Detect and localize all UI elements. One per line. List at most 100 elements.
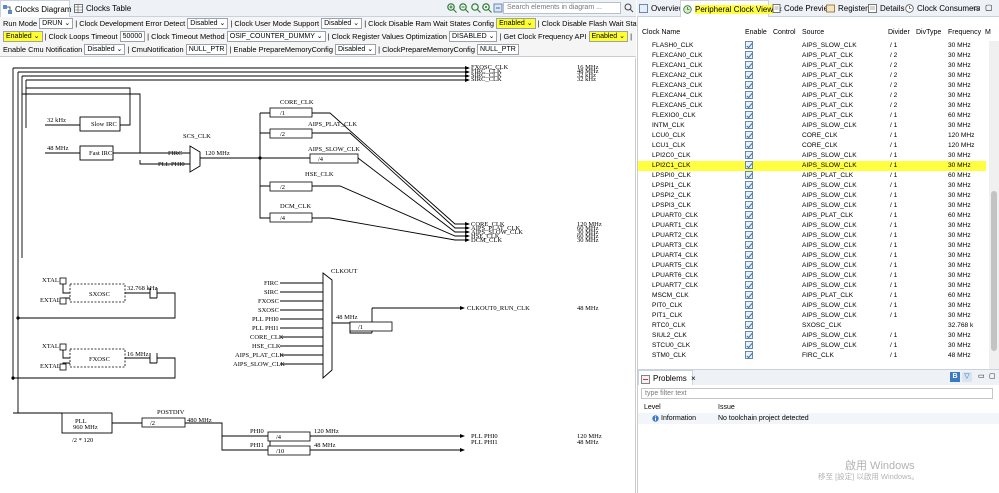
scs-mux[interactable] (189, 145, 201, 173)
enable-checkbox[interactable] (745, 91, 753, 99)
tab-problems[interactable]: Problems × (638, 370, 696, 385)
enable-checkbox[interactable] (745, 111, 753, 119)
reg-opt-select[interactable]: DISABLED ⌄ (449, 31, 498, 42)
search-icon[interactable] (624, 3, 634, 13)
fxosc-extal-pin[interactable] (59, 363, 67, 371)
enable-checkbox[interactable] (745, 191, 753, 199)
tab-registers[interactable]: Registers (824, 0, 872, 17)
enable-checkbox[interactable] (745, 291, 753, 299)
phi0-divider[interactable] (267, 431, 311, 442)
dev-error-select[interactable]: Disabled ⌄ (187, 18, 229, 29)
minimize-icon[interactable]: ▭ (973, 3, 981, 12)
fxosc-xtal-pin[interactable] (59, 343, 67, 351)
scrollbar-thumb[interactable] (991, 191, 997, 351)
dcm-divider[interactable] (269, 212, 313, 223)
enable-checkbox[interactable] (745, 221, 753, 229)
col-level[interactable]: Level (644, 404, 661, 411)
diagram-search-input[interactable]: Search elements in diagram ... (503, 2, 621, 14)
enable-checkbox[interactable] (745, 51, 753, 59)
pll-block[interactable] (61, 412, 113, 434)
export-icon[interactable] (493, 3, 503, 13)
enable-checkbox[interactable] (745, 261, 753, 269)
col-m[interactable]: M (985, 29, 991, 36)
phi1-divider[interactable] (267, 445, 311, 456)
core-divider[interactable] (269, 107, 313, 118)
prep-mem-select[interactable]: Disabled ⌄ (335, 44, 377, 55)
enable-checkbox[interactable] (745, 331, 753, 339)
freq-api-select[interactable]: Enabled ⌄ (588, 31, 629, 42)
close-icon[interactable]: × (691, 374, 696, 383)
aips-plat-divider[interactable] (269, 128, 313, 139)
enable-checkbox[interactable] (745, 321, 753, 329)
enable-checkbox[interactable] (745, 351, 753, 359)
enable-checkbox[interactable] (745, 251, 753, 259)
enable-checkbox[interactable] (745, 71, 753, 79)
enable-checkbox[interactable] (745, 81, 753, 89)
col-source[interactable]: Source (802, 29, 825, 36)
ram-ws-select[interactable]: Enabled ⌄ (496, 18, 536, 29)
enable-checkbox[interactable] (745, 301, 753, 309)
enable-checkbox[interactable] (745, 151, 753, 159)
sxosc-xtal-pin[interactable] (59, 277, 67, 285)
clkout-divider[interactable] (349, 321, 393, 332)
clk-prep-input[interactable]: NULL_PTR (477, 44, 519, 55)
sxosc-block[interactable] (69, 283, 126, 303)
hse-divider[interactable] (269, 181, 313, 192)
enable-checkbox[interactable] (745, 241, 753, 249)
tab-overview[interactable]: Overview (637, 0, 684, 17)
enable-checkbox[interactable] (745, 41, 753, 49)
col-clock-name[interactable]: Clock Name (642, 29, 681, 36)
enable-checkbox[interactable] (745, 61, 753, 69)
timeout-select[interactable]: OSIF_COUNTER_DUMMY ⌄ (226, 31, 326, 42)
aips-slow-divider[interactable] (309, 153, 359, 164)
problems-filter-input[interactable]: type filter text (641, 388, 993, 399)
fxosc-block[interactable] (69, 348, 126, 368)
enable-checkbox[interactable] (745, 141, 753, 149)
enable-checkbox[interactable] (745, 101, 753, 109)
tab-clocks-table[interactable]: Clocks Table (72, 0, 131, 17)
tab-clock-consumers[interactable]: Clock Consumers (903, 0, 980, 17)
postdiv-divider[interactable] (141, 417, 186, 428)
enable-checkbox[interactable] (745, 171, 753, 179)
col-control[interactable]: Control (773, 29, 796, 36)
col-frequency[interactable]: Frequency (948, 29, 982, 36)
tab-peripheral-clock-view[interactable]: Peripheral Clock View × (680, 0, 782, 17)
enable-checkbox[interactable] (745, 311, 753, 319)
clkout-mux[interactable] (322, 272, 333, 380)
tab-code-preview[interactable]: Code Preview (770, 0, 834, 17)
enable-checkbox[interactable] (745, 281, 753, 289)
enable-checkbox[interactable] (745, 181, 753, 189)
user-mode-select[interactable]: Disabled ⌄ (321, 18, 363, 29)
enable-checkbox[interactable] (745, 341, 753, 349)
enable-checkbox[interactable] (745, 201, 753, 209)
minimize-icon[interactable]: ▭ (978, 373, 985, 380)
enable-checkbox[interactable] (745, 121, 753, 129)
maximize-icon[interactable]: ▢ (985, 3, 993, 12)
